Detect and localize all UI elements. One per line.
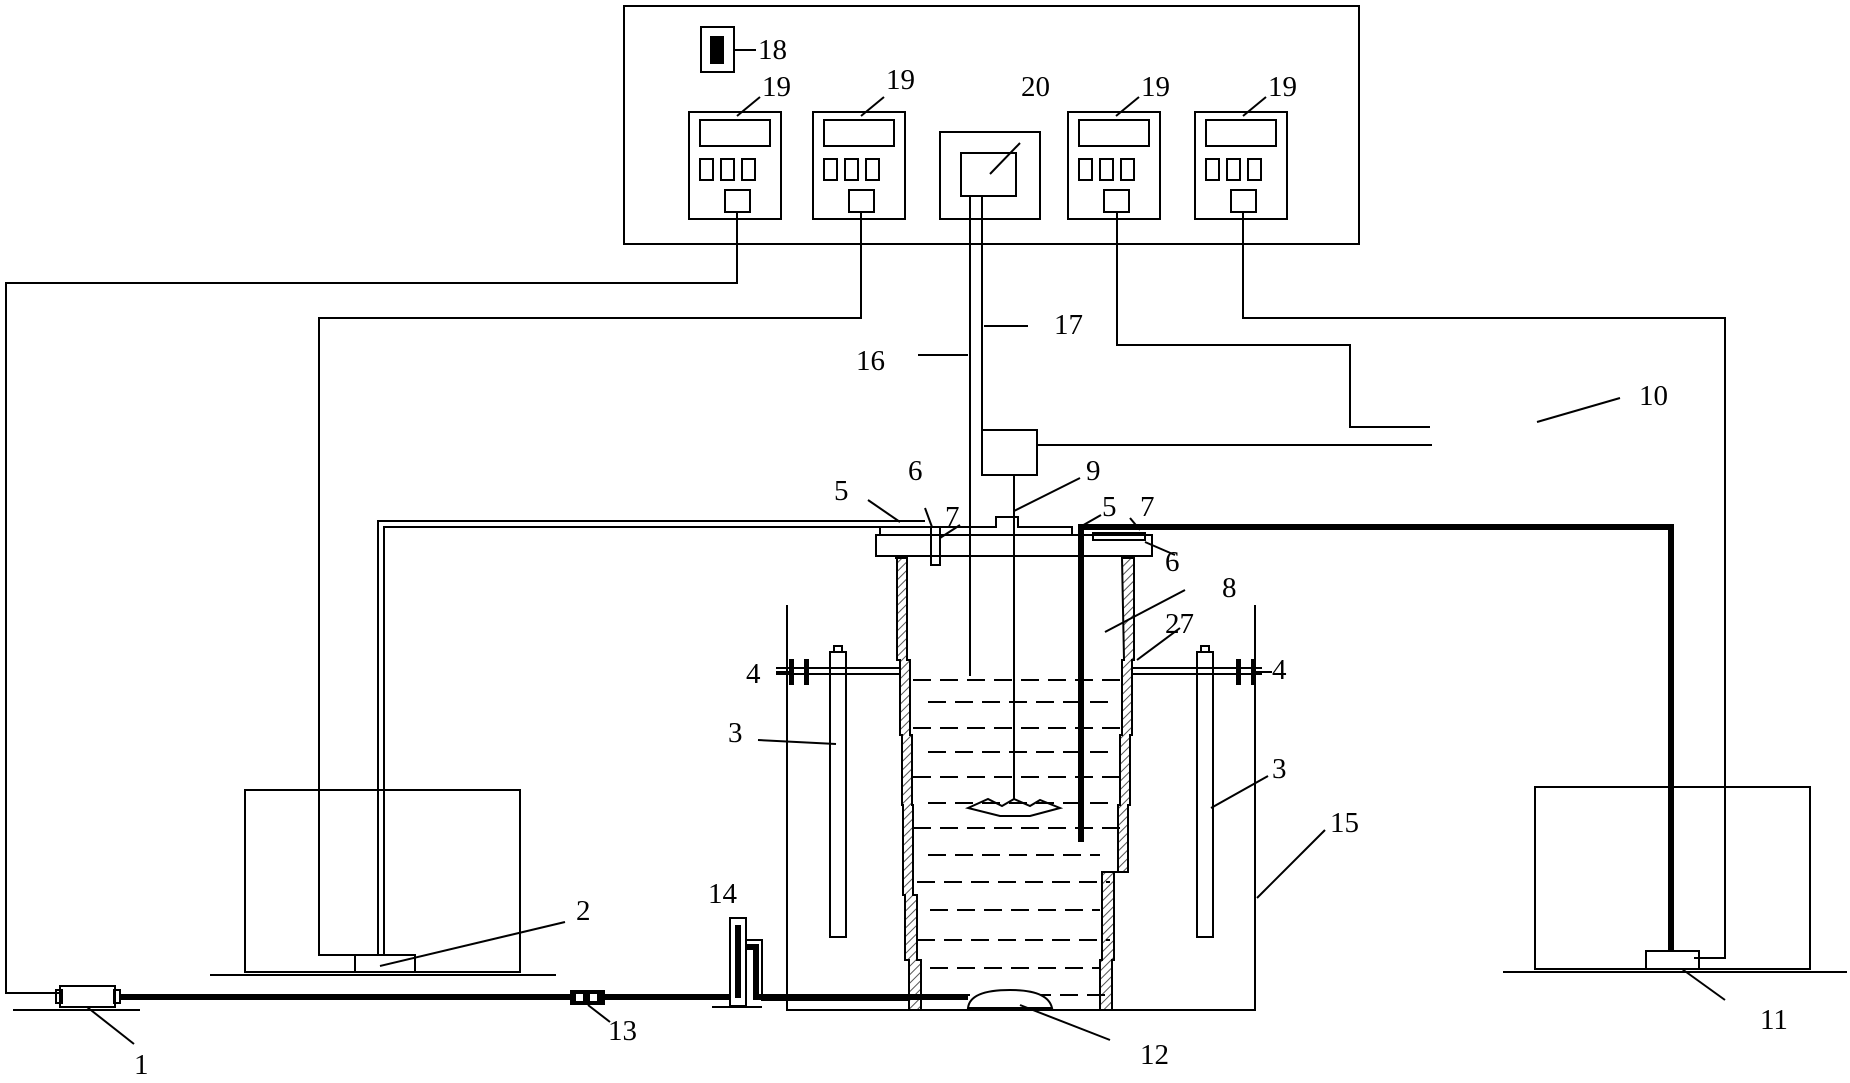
reactor-lid (875, 429, 1153, 817)
label-16: 16 (856, 345, 885, 377)
left-tank (210, 520, 925, 976)
label-7a: 7 (945, 501, 960, 533)
label-15: 15 (1330, 807, 1359, 839)
impeller (964, 797, 1064, 817)
controller-4 (1194, 111, 1288, 220)
valve-6-left (930, 526, 941, 566)
label-10: 10 (1639, 380, 1668, 412)
label-6b: 6 (1165, 546, 1180, 578)
label-4a: 4 (746, 658, 761, 690)
air-line (13, 917, 968, 1011)
flowmeter-14 (729, 917, 747, 1007)
label-19a: 19 (762, 71, 791, 103)
label-19b: 19 (886, 64, 915, 96)
control-cabinet (623, 5, 1360, 245)
valve-6-right (1092, 532, 1146, 541)
pump-2 (354, 954, 416, 973)
motor-9 (981, 429, 1038, 476)
label-2: 2 (576, 895, 591, 927)
label-18: 18 (758, 34, 787, 66)
pump-11 (1645, 950, 1700, 970)
label-19c: 19 (1141, 71, 1170, 103)
label-20: 20 (1021, 71, 1050, 103)
label-13: 13 (608, 1015, 637, 1047)
label-8: 8 (1222, 572, 1237, 604)
label-3b: 3 (1272, 753, 1287, 785)
controller-1 (688, 111, 782, 220)
label-17: 17 (1054, 309, 1083, 341)
heater-3-right (1196, 651, 1214, 938)
liquid (913, 679, 1120, 996)
valve-13 (570, 990, 605, 1005)
reactor-8 (895, 557, 1135, 1011)
controller-3 (1067, 111, 1161, 220)
label-9: 9 (1086, 455, 1101, 487)
label-12: 12 (1140, 1039, 1169, 1071)
label-1: 1 (134, 1049, 149, 1078)
label-27: 27 (1165, 608, 1194, 640)
label-5b: 5 (1102, 491, 1117, 523)
control-wires (5, 196, 1726, 994)
label-14: 14 (708, 878, 738, 910)
label-19d: 19 (1268, 71, 1297, 103)
label-3a: 3 (728, 717, 743, 749)
controller-2 (812, 111, 906, 220)
heater-3-left (829, 651, 847, 938)
air-pump-1 (59, 985, 116, 1008)
label-4b: 4 (1272, 654, 1287, 686)
water-bath (776, 605, 1262, 1011)
leader-lines (86, 49, 1726, 1045)
part-labels: 18 19 19 20 19 19 17 16 10 6 9 5 7 5 7 6… (134, 34, 1788, 1081)
aerator-12 (966, 988, 1054, 1009)
label-7b: 7 (1140, 491, 1155, 523)
power-switch (700, 26, 735, 73)
meter-20 (939, 131, 1041, 220)
right-tank (1078, 524, 1847, 973)
label-6a: 6 (908, 455, 923, 487)
label-5a: 5 (834, 475, 849, 507)
label-11: 11 (1760, 1004, 1788, 1036)
